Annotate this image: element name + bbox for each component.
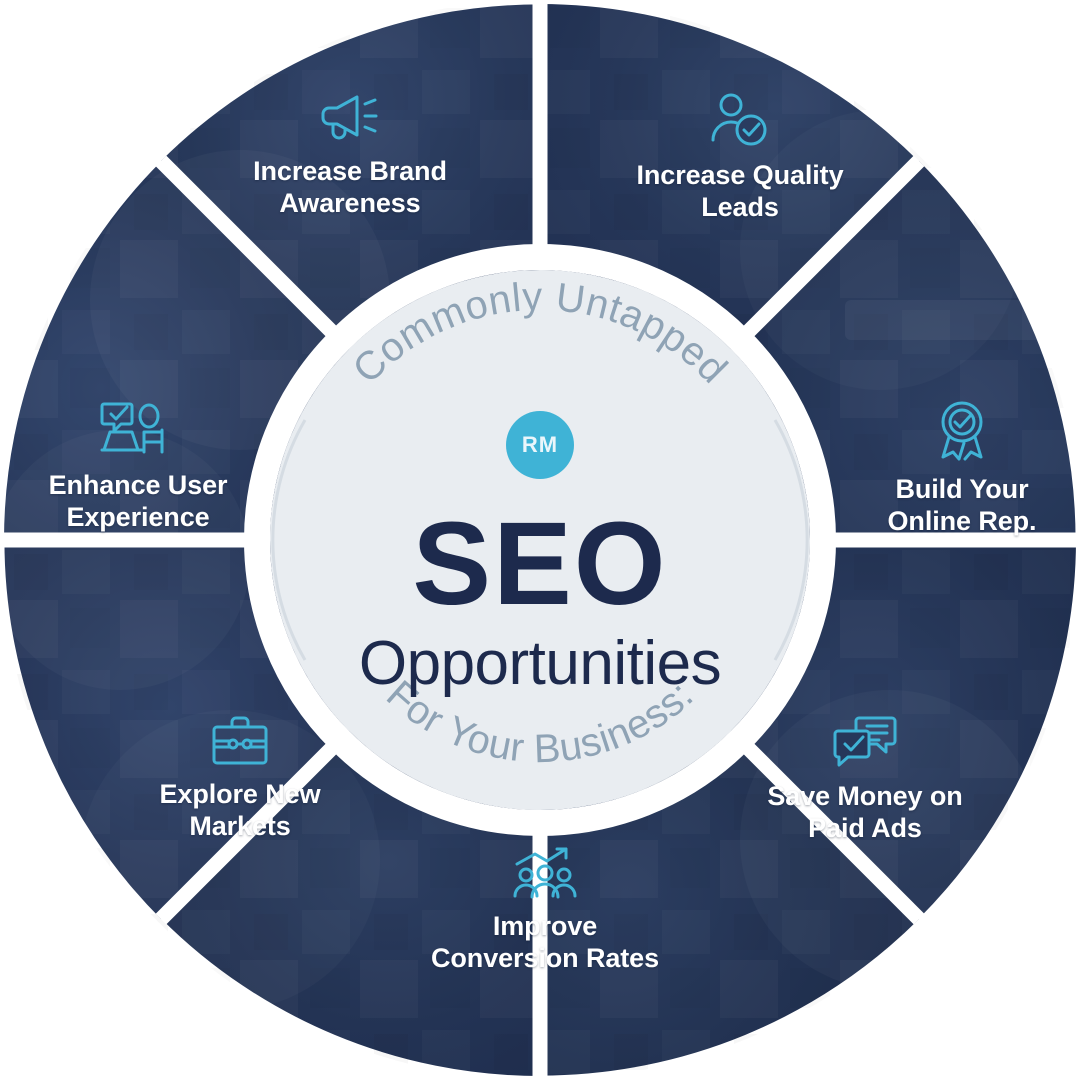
hub-decorative-arcs [271, 419, 809, 661]
segment-dividers [4, 4, 1076, 1076]
center-hub [270, 270, 810, 810]
hub-outer-ring [244, 244, 836, 836]
